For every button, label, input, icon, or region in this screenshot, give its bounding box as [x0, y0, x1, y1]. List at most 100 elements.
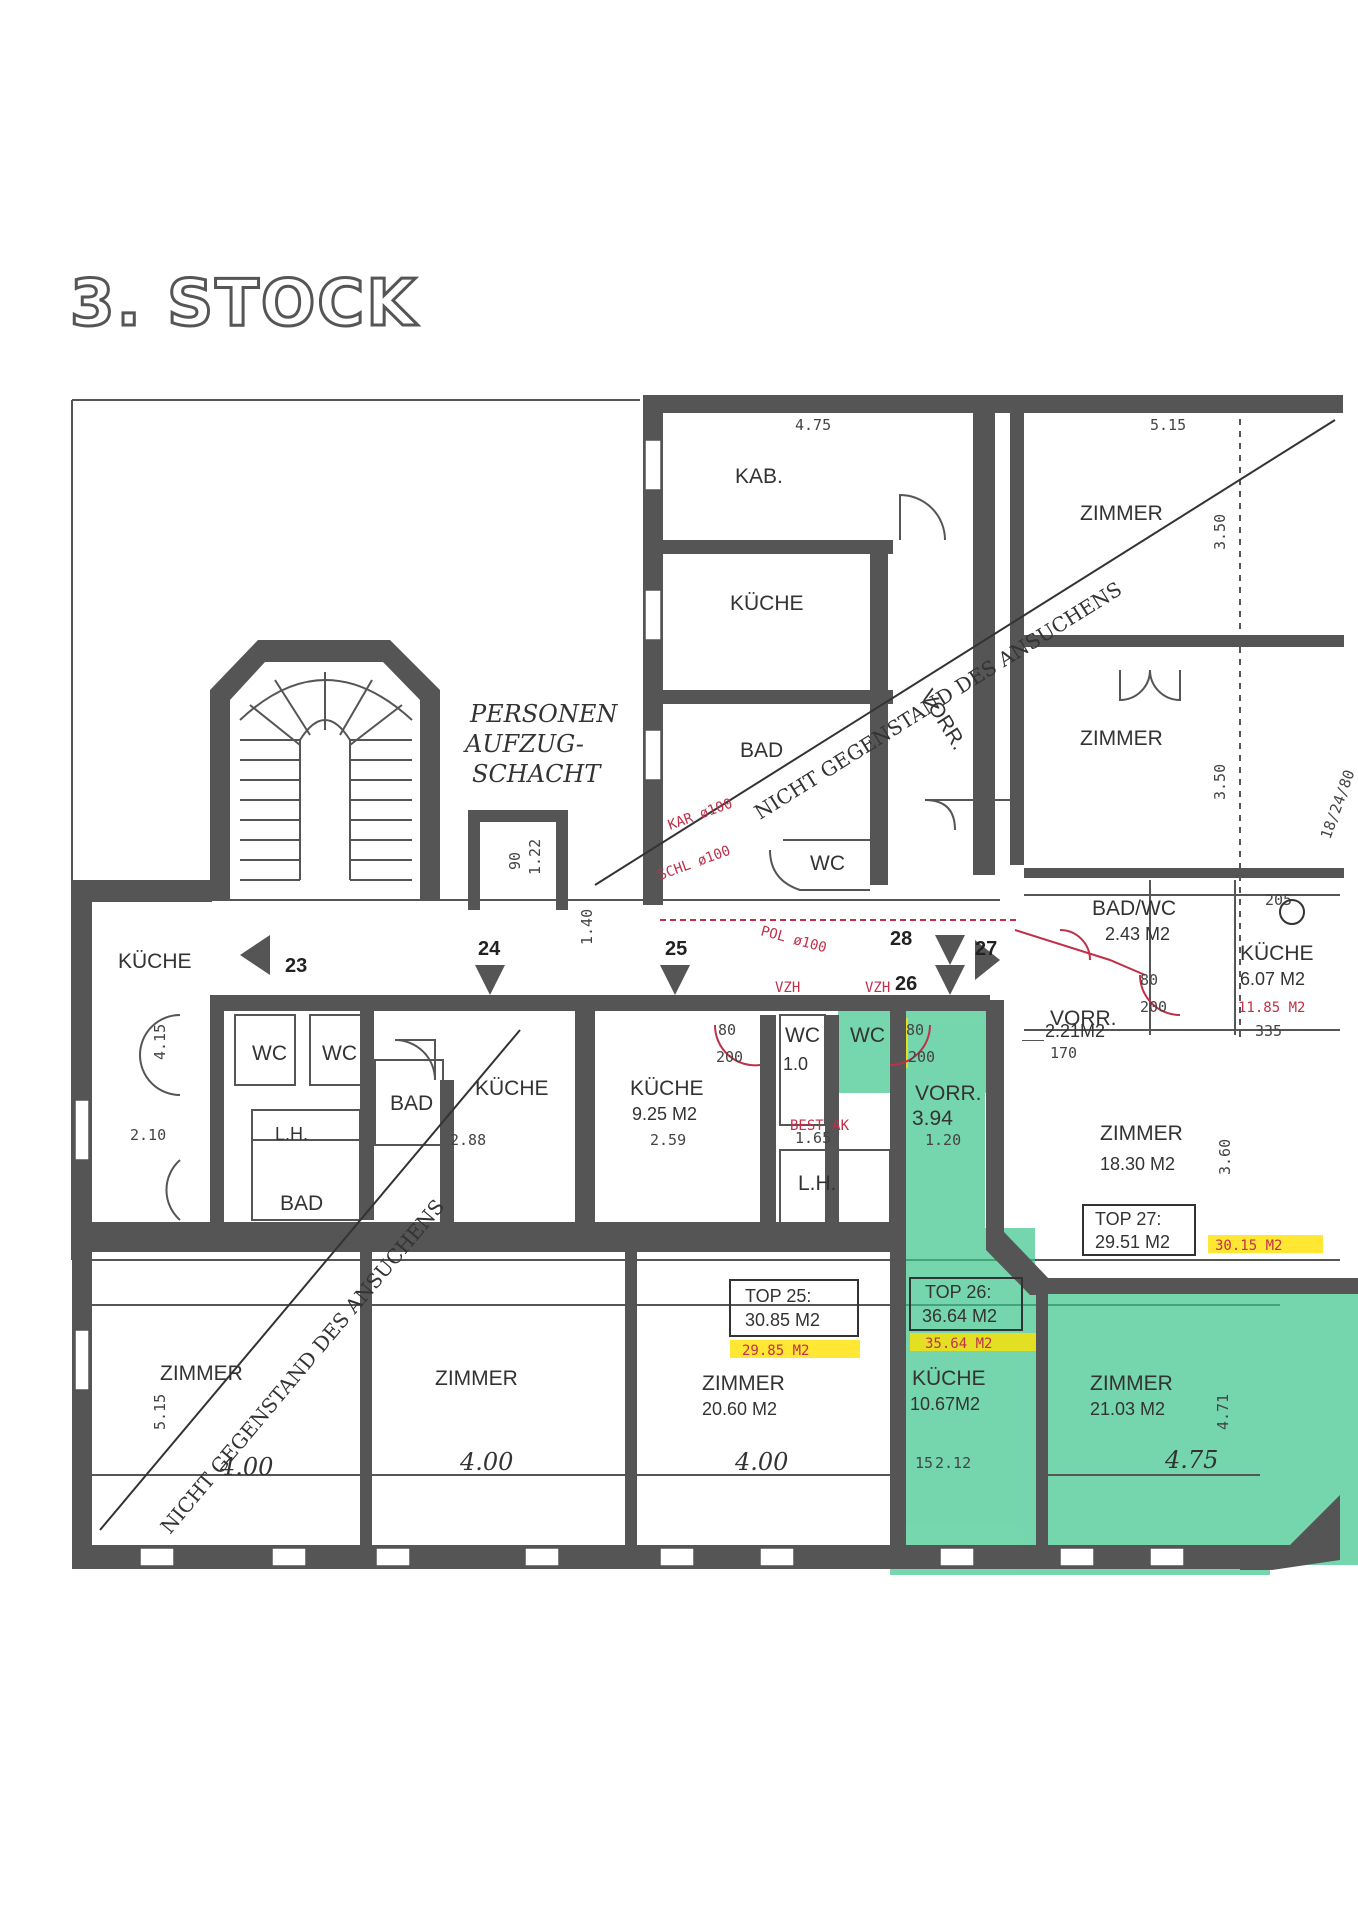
interior-lines [72, 395, 1340, 1476]
dim-90a: 90 [506, 852, 524, 870]
dim-205: 205 [1265, 891, 1292, 909]
unit-markers [240, 935, 1000, 995]
room-kueche-mid: KÜCHE [475, 1077, 549, 1100]
dim-140: 1.40 [578, 909, 596, 945]
dim-15: 15 [915, 1454, 933, 1472]
dim-335: 335 [1255, 1022, 1282, 1040]
lift-label-2: AUFZUG- [463, 730, 584, 758]
note-vzh-b: VZH [865, 980, 890, 996]
dim-400b: 4.00 [734, 1448, 788, 1476]
top25-old: 29.85 M2 [742, 1343, 809, 1359]
unit-number-28: 28 [890, 928, 912, 950]
dim-415: 4.15 [151, 1024, 169, 1060]
room-bad-top: BAD [740, 739, 783, 762]
dim-210: 2.10 [130, 1126, 166, 1144]
room-kueche-left: KÜCHE [118, 950, 192, 973]
stair-treads [239, 672, 413, 881]
room-zimmer-tr2: ZIMMER [1080, 727, 1163, 750]
top27-label: TOP 27: [1095, 1209, 1161, 1229]
room-kueche-top: KÜCHE [730, 592, 804, 615]
dim-80b: 80 [906, 1021, 924, 1039]
room-kueche-r-area: 6.07 M2 [1240, 969, 1305, 989]
room-kueche-1067-area: 10.67M2 [910, 1394, 980, 1414]
room-zimmer-tr1: ZIMMER [1080, 502, 1163, 525]
dim-350b: 3.50 [1211, 764, 1229, 800]
room-vorr-mid-area: 3.94 [912, 1107, 953, 1130]
circle-marker [1279, 899, 1305, 925]
room-kab: KAB. [735, 465, 783, 488]
room-zimmer-b2: ZIMMER [435, 1367, 518, 1390]
dim-200b: 200 [908, 1048, 935, 1066]
room-wc-d: WC [850, 1024, 885, 1047]
unit-number-26: 26 [895, 973, 917, 995]
room-badwc: BAD/WC [1092, 897, 1176, 920]
lift-label-1: PERSONEN [469, 700, 618, 728]
windows [74, 439, 1185, 1567]
room-zimmer-b3: ZIMMER [702, 1372, 785, 1395]
unit-number-27: 27 [975, 938, 997, 960]
room-vorr-r-area: 2.21M2 [1045, 1021, 1105, 1041]
room-vorr-mid: VORR. [915, 1082, 982, 1105]
top26-area: 36.64 M2 [922, 1306, 997, 1326]
top27-area: 29.51 M2 [1095, 1232, 1170, 1252]
room-wc-a: WC [252, 1042, 287, 1065]
dim-200a: 200 [716, 1048, 743, 1066]
room-lh-left: L.H. [275, 1124, 308, 1144]
room-wc-top: WC [810, 852, 845, 875]
unit-number-24: 24 [478, 938, 501, 960]
room-zimmer-1830-area: 18.30 M2 [1100, 1154, 1175, 1174]
room-zimmer-b1: ZIMMER [160, 1362, 243, 1385]
dim-515: 5.15 [1150, 416, 1186, 434]
dim-80a: 80 [718, 1021, 736, 1039]
unit-number-25: 25 [665, 938, 687, 960]
room-zimmer-2103: ZIMMER [1090, 1372, 1173, 1395]
room-vorr-r: VORR. [1050, 1007, 1117, 1030]
note-vzh-a: VZH [775, 980, 800, 996]
dim-360: 3.60 [1216, 1139, 1234, 1175]
note-schl: SCHL ø100 [656, 843, 733, 884]
lift-label-3: SCHACHT [472, 760, 602, 788]
door-swings [139, 493, 1181, 1221]
room-zimmer-2103-area: 21.03 M2 [1090, 1399, 1165, 1419]
dim-212: 2.12 [935, 1454, 971, 1472]
top26-highlight [838, 1005, 1358, 1575]
dim-170: 170 [1050, 1044, 1077, 1062]
top27-old: 30.15 M2 [1215, 1238, 1282, 1254]
room-kueche-925-area: 9.25 M2 [632, 1104, 697, 1124]
room-badwc-area: 2.43 M2 [1105, 924, 1170, 944]
dim-165: 1.65 [795, 1129, 831, 1147]
plan-title: 3. STOCK [70, 267, 418, 341]
room-kueche-r: KÜCHE [1240, 942, 1314, 965]
room-kueche-r-old: 11.85 M2 [1238, 1000, 1305, 1016]
note-pol: POL ø100 [759, 923, 828, 956]
red-markup [660, 919, 1181, 1067]
dim-200c: 200 [1140, 998, 1167, 1016]
dim-120: 1.20 [925, 1131, 961, 1149]
top26-label: TOP 26: [925, 1282, 991, 1302]
dim-122: 1.22 [526, 839, 544, 875]
dim-80c: 80 [1140, 971, 1158, 989]
room-zimmer-1830: ZIMMER [1100, 1122, 1183, 1145]
top27-box [1082, 1204, 1196, 1256]
top25-label: TOP 25: [745, 1286, 811, 1306]
dim-259: 2.59 [650, 1131, 686, 1149]
top26-box [909, 1277, 1023, 1331]
room-zimmer-b3-area: 20.60 M2 [702, 1399, 777, 1419]
room-lh-right: L.H. [798, 1172, 837, 1195]
dim-471: 4.71 [1214, 1394, 1232, 1430]
dim-475: 4.75 [795, 416, 831, 434]
room-bad-low: BAD [280, 1192, 323, 1215]
dim-400c: 4.00 [219, 1453, 273, 1481]
unit-number-23: 23 [285, 955, 307, 977]
dim-515v: 5.15 [151, 1394, 169, 1430]
top25-area: 30.85 M2 [745, 1310, 820, 1330]
room-wc-c: WC [785, 1024, 820, 1047]
top26-old: 35.64 M2 [925, 1336, 992, 1352]
room-bad-mid: BAD [390, 1092, 433, 1115]
room-wc-b: WC [322, 1042, 357, 1065]
note-kar: KAR ø100 [666, 796, 735, 834]
top25-box [729, 1279, 859, 1337]
dim-sched: 18/24/80 [1317, 767, 1358, 841]
dim-350: 3.50 [1211, 514, 1229, 550]
